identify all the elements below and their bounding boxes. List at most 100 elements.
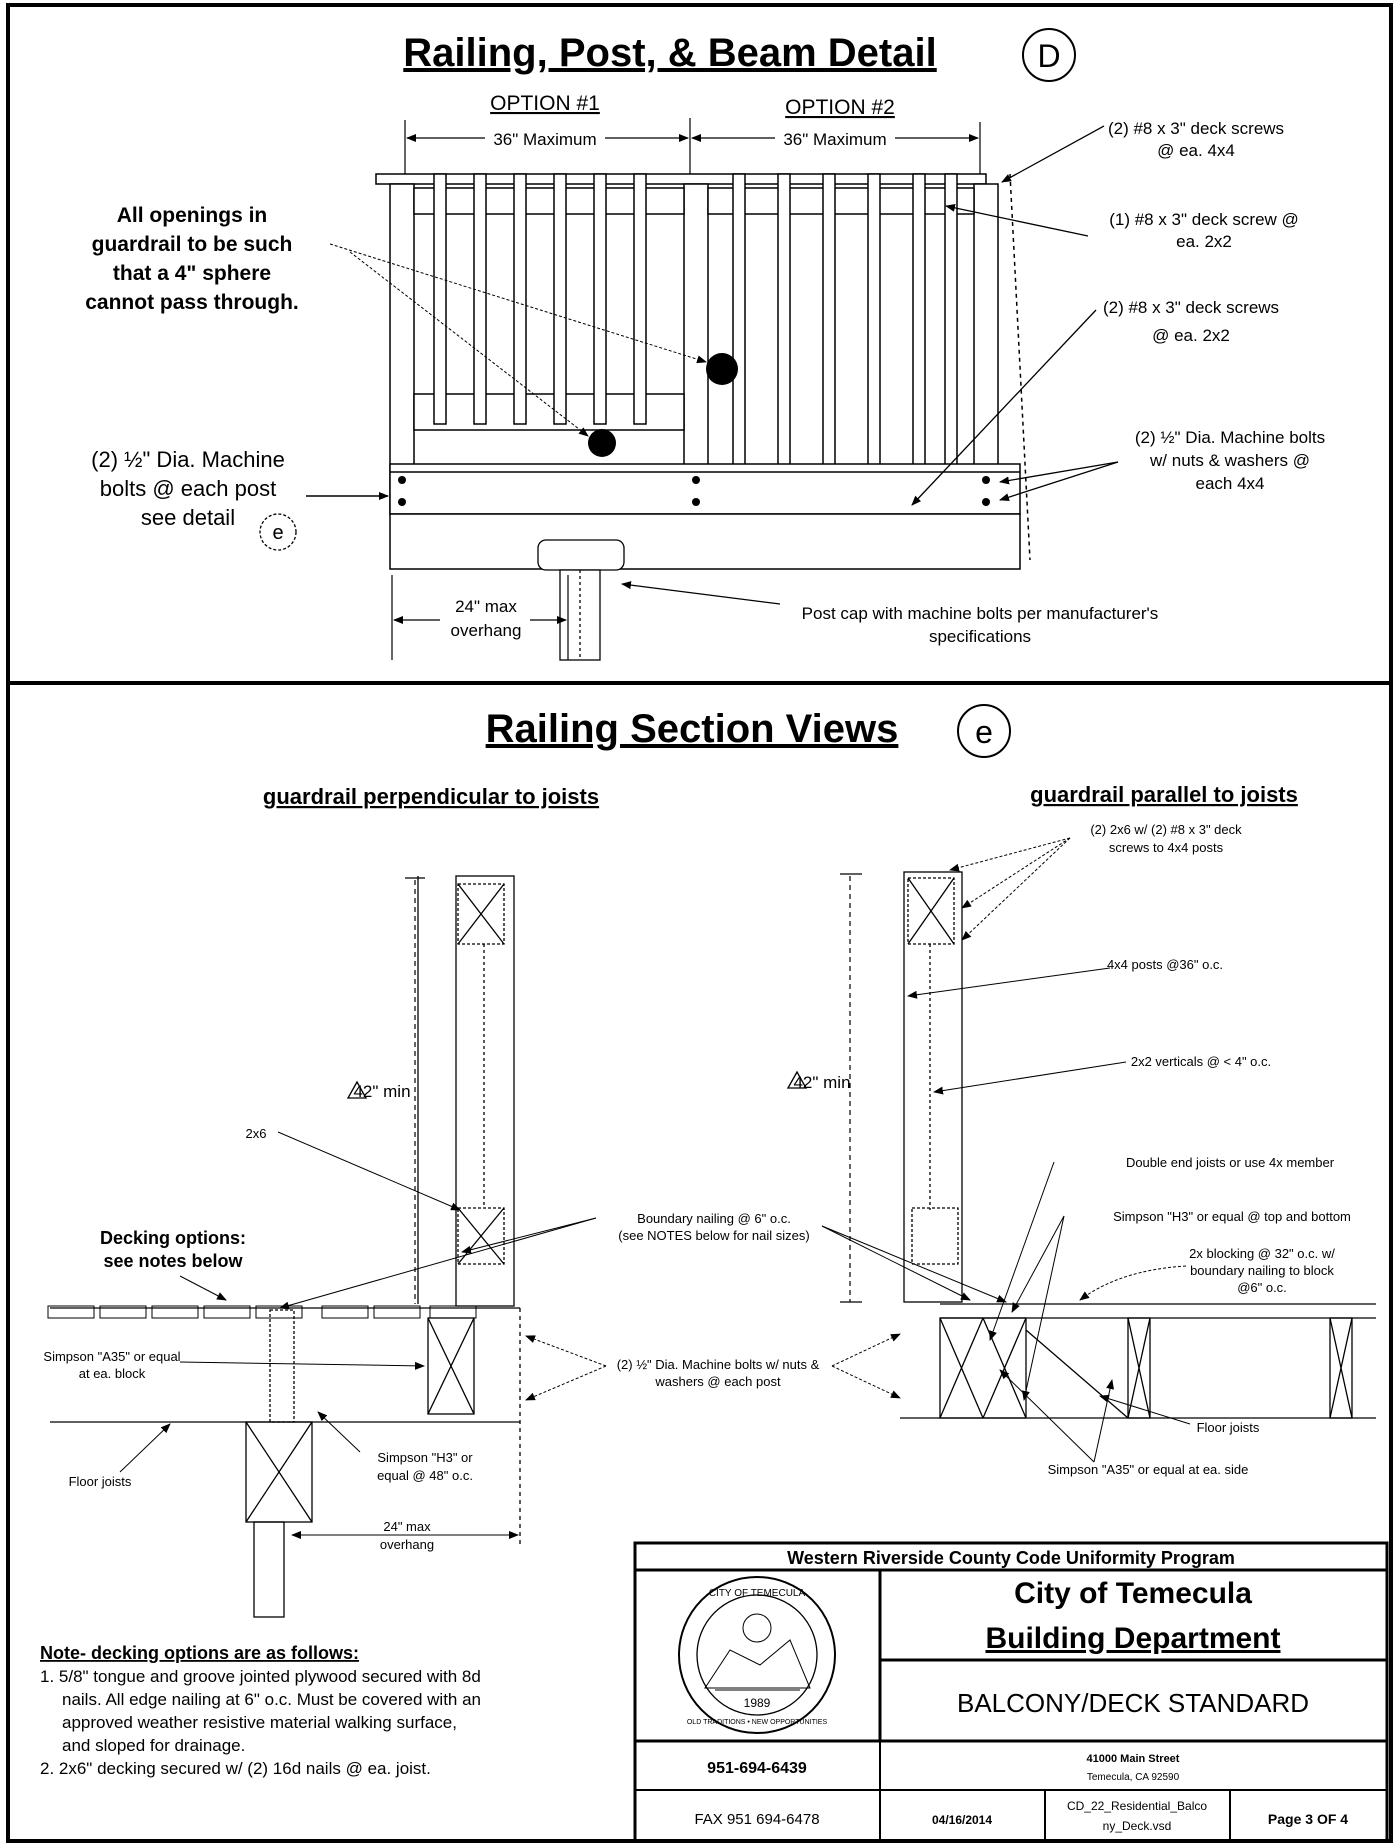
leader-screw-2x2: [945, 203, 1089, 237]
dimension-36-max: [404, 118, 981, 175]
notes-heading: Note- decking options are as follows:: [40, 1643, 359, 1663]
leader-floor-joists-left: [119, 1423, 171, 1473]
seal-top: CITY OF TEMECULA: [709, 1588, 806, 1599]
r-blocking-line1: 2x blocking @ 32" o.c. w/: [1189, 1246, 1335, 1261]
dim-36-left: 36" Maximum: [493, 130, 596, 149]
screw-2x2-line1: (1) #8 x 3" deck screw @: [1109, 210, 1299, 229]
r-2x2: 2x2 verticals @ < 4" o.c.: [1131, 1054, 1271, 1069]
tb-program: Western Riverside County Code Uniformity…: [787, 1548, 1235, 1568]
tb-address-2: Temecula, CA 92590: [1087, 1772, 1180, 1783]
bolts-post-line1: (2) ½" Dia. Machine: [91, 447, 285, 472]
leaders-r-h3: [1011, 1215, 1065, 1401]
a35-left-line2: at ea. block: [79, 1366, 146, 1381]
leaders-bolts-mid: [525, 1333, 901, 1401]
leader-decking: [179, 1275, 227, 1301]
openings-note-3: that a 4" sphere: [113, 262, 271, 285]
seal-bottom: OLD TRADITIONS • NEW OPPORTUNITIES: [687, 1719, 828, 1726]
bottom-badge: e: [975, 714, 993, 750]
boundary-line1: Boundary nailing @ 6" o.c.: [637, 1211, 791, 1226]
bolts-mid-line2: washers @ each post: [654, 1374, 781, 1389]
leaders-r-2x6: [949, 837, 1071, 941]
leader-2x6: [277, 1131, 461, 1211]
tb-city: City of Temecula: [1014, 1577, 1252, 1610]
dim-42-right: 42" min: [793, 1073, 850, 1092]
overhang-line1: 24" max: [455, 597, 517, 616]
floor-joists-left: Floor joists: [69, 1474, 132, 1489]
detail-ref: e: [272, 522, 283, 544]
decking-line2: see notes below: [103, 1251, 243, 1271]
overhang-dimension: [391, 575, 569, 660]
leader-r-floor: [1099, 1394, 1191, 1425]
note-line-3: approved weather resistive material walk…: [62, 1713, 457, 1732]
bolt-holes: [398, 476, 990, 506]
warning-icon-right: [786, 1070, 808, 1089]
label-2x6: 2x6: [246, 1126, 267, 1141]
post-4x4-center: [683, 183, 709, 515]
boundary-line2: (see NOTES below for nail sizes): [618, 1228, 809, 1243]
note-line-2: nails. All edge nailing at 6" o.c. Must …: [62, 1690, 481, 1709]
post-cap-line1: Post cap with machine bolts per manufact…: [802, 604, 1159, 623]
option2-label: OPTION #2: [785, 96, 895, 119]
title-block: [633, 1541, 1389, 1843]
leader-post-cap: [621, 581, 781, 605]
r-a35: Simpson "A35" or equal at ea. side: [1048, 1462, 1249, 1477]
leaders-boundary: [279, 1217, 1007, 1310]
openings-note-1: All openings in: [117, 204, 268, 227]
bolts-mid-line1: (2) ½" Dia. Machine bolts w/ nuts &: [617, 1357, 820, 1372]
post-cap-line2: specifications: [929, 627, 1031, 646]
overhang-left-line1: 24" max: [383, 1519, 431, 1534]
seal-year: 1989: [744, 1696, 771, 1710]
screw-2x2-line2: ea. 2x2: [1176, 232, 1232, 251]
tb-standard: BALCONY/DECK STANDARD: [957, 1688, 1309, 1718]
deck-boards: [47, 1305, 477, 1319]
bolts-4x4-line3: each 4x4: [1196, 474, 1265, 493]
note-line-4: and sloped for drainage.: [62, 1736, 245, 1755]
sphere-4in-option1: [588, 429, 616, 457]
bolts-post-line2: bolts @ each post: [100, 476, 276, 501]
sphere-4in-option2: [706, 353, 738, 385]
r-2x6-line2: screws to 4x4 posts: [1109, 840, 1224, 855]
leader-r-double: [989, 1161, 1055, 1341]
post-cap: [537, 539, 625, 661]
screws-2x2-line1: (2) #8 x 3" deck screws: [1103, 298, 1279, 317]
top-title: Railing, Post, & Beam Detail: [403, 31, 936, 75]
perp-title: guardrail perpendicular to joists: [263, 784, 599, 809]
leader-screws-4x4: [1001, 125, 1105, 183]
note-line-5: 2. 2x6" decking secured w/ (2) 16d nails…: [40, 1759, 431, 1778]
openings-note-2: guardrail to be such: [92, 233, 293, 256]
top-badge: D: [1037, 38, 1060, 74]
para-title: guardrail parallel to joists: [1030, 782, 1298, 807]
top-badge-circle: [1022, 28, 1076, 82]
r-floor-joists: Floor joists: [1197, 1420, 1260, 1435]
leader-h3-left: [317, 1411, 361, 1453]
screws-4x4-line2: @ ea. 4x4: [1157, 141, 1235, 160]
openings-note-4: cannot pass through.: [85, 291, 299, 314]
overhang-left-line2: overhang: [380, 1537, 434, 1552]
bolts-post-line3: see detail: [141, 505, 235, 530]
bolts-4x4-line2: w/ nuts & washers @: [1149, 451, 1310, 470]
tb-fax: FAX 951 694-6478: [694, 1811, 819, 1828]
leader-r-2x2: [933, 1061, 1127, 1095]
dim-42-lines: [405, 873, 862, 1304]
leader-screws-2x2: [911, 309, 1097, 506]
tb-dept: Building Department: [985, 1622, 1280, 1655]
bolts-4x4-line1: (2) ½" Dia. Machine bolts: [1135, 428, 1325, 447]
decking-line1: Decking options:: [100, 1228, 246, 1248]
tb-phone: 951-694-6439: [707, 1760, 807, 1777]
post-4x4-right: [973, 183, 999, 515]
r-double: Double end joists or use 4x member: [1126, 1155, 1335, 1170]
leader-a35-left: [179, 1361, 425, 1370]
leader-r-4x4: [907, 967, 1111, 999]
r-2x6-line1: (2) 2x6 w/ (2) #8 x 3" deck: [1090, 822, 1242, 837]
railing-elevation: [375, 173, 1031, 570]
screws-4x4-line1: (2) #8 x 3" deck screws: [1108, 119, 1284, 138]
city-seal-logo: [678, 1576, 836, 1734]
openings-leaders: [329, 243, 707, 437]
tb-address-1: 41000 Main Street: [1087, 1753, 1180, 1765]
screws-2x2-line2: @ ea. 2x2: [1152, 326, 1230, 345]
dim-42-left: 42" min: [353, 1082, 410, 1101]
r-4x4: 4x4 posts @36" o.c.: [1107, 957, 1223, 972]
warning-icon-left: [346, 1080, 368, 1099]
tb-date: 04/16/2014: [932, 1813, 992, 1827]
r-blocking-line3: @6" o.c.: [1237, 1280, 1287, 1295]
